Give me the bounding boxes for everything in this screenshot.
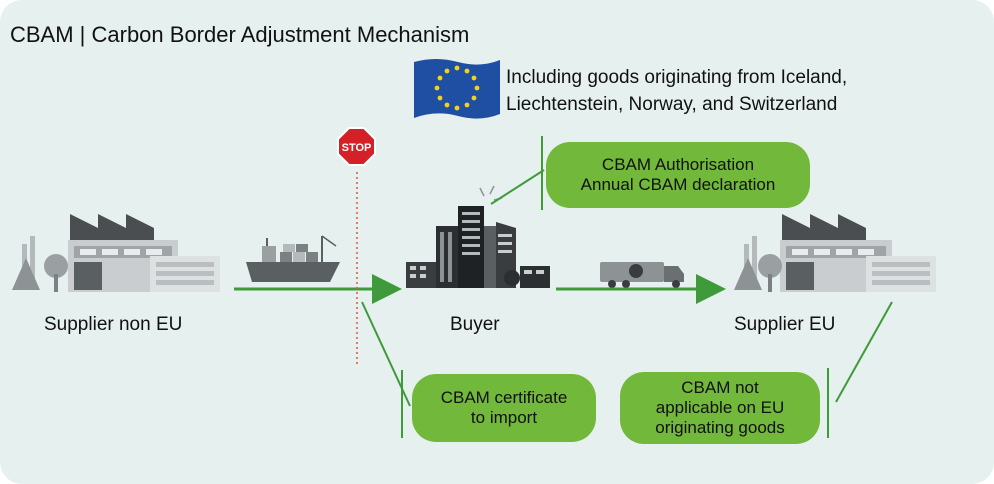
factory-non-eu-icon: [12, 214, 220, 292]
callout-line: Annual CBAM declaration: [580, 175, 776, 194]
supplier-non-eu-label: Supplier non EU: [44, 314, 183, 335]
callout-line: CBAM not: [681, 378, 759, 397]
city-buildings-icon: [406, 185, 550, 288]
callout-line: originating goods: [655, 418, 785, 437]
page-title: CBAM | Carbon Border Adjustment Mechanis…: [10, 22, 470, 47]
callout-line: to import: [470, 408, 538, 427]
eu-note: Including goods originating from Iceland…: [506, 64, 847, 118]
stop-sign-text: STOP: [342, 142, 372, 154]
stop-sign-icon: STOP: [337, 127, 376, 166]
cargo-ship-icon: [246, 235, 340, 282]
delivery-truck-icon: [600, 262, 684, 288]
supplier-eu-label: Supplier EU: [734, 314, 836, 335]
callout-connectors: [361, 136, 893, 438]
callout-cbam-authorisation: CBAM Authorisation Annual CBAM declarati…: [546, 142, 810, 208]
callout-line: applicable on EU: [655, 398, 785, 417]
factory-eu-icon: [734, 214, 936, 292]
callout-cbam-certificate: CBAM certificate to import: [412, 374, 596, 442]
callout-line: CBAM Authorisation: [601, 155, 755, 174]
callout-line: CBAM certificate: [440, 388, 568, 407]
buyer-label: Buyer: [450, 314, 500, 335]
eu-flag-icon: [414, 59, 500, 119]
eu-note-line: Liechtenstein, Norway, and Switzerland: [506, 94, 838, 115]
callout-cbam-not-applicable: CBAM not applicable on EU originating go…: [620, 372, 820, 444]
eu-note-line: Including goods originating from Iceland…: [506, 67, 848, 88]
